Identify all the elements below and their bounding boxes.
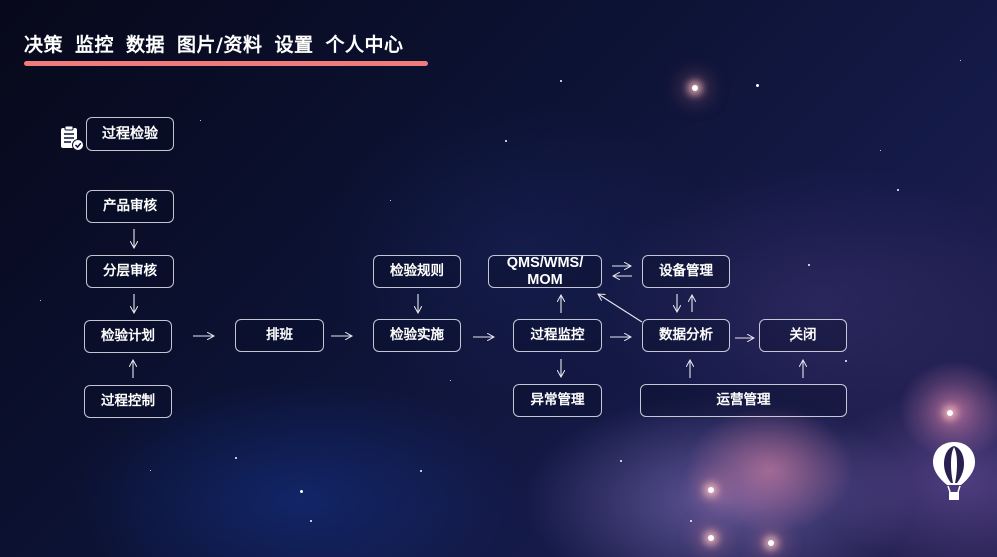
node-exception-management[interactable]: 异常管理 bbox=[513, 384, 602, 417]
node-close[interactable]: 关闭 bbox=[759, 319, 847, 352]
node-process-control[interactable]: 过程控制 bbox=[84, 385, 172, 418]
bright-star bbox=[708, 535, 714, 541]
node-label: 异常管理 bbox=[530, 391, 585, 408]
nav-item-images-docs[interactable]: 图片/资料 bbox=[177, 34, 263, 56]
node-label: 检验规则 bbox=[390, 262, 444, 279]
section-title-process-inspection: 过程检验 bbox=[86, 117, 174, 151]
nav-item-monitoring[interactable]: 监控 bbox=[75, 34, 115, 56]
node-label: 设备管理 bbox=[659, 262, 713, 279]
node-scheduling[interactable]: 排班 bbox=[235, 319, 324, 352]
node-label: 数据分析 bbox=[659, 326, 713, 343]
node-label: 过程控制 bbox=[101, 392, 155, 409]
node-label: 检验计划 bbox=[101, 327, 155, 344]
node-product-review[interactable]: 产品审核 bbox=[86, 190, 174, 223]
bright-star bbox=[768, 540, 774, 546]
node-label: 排班 bbox=[266, 326, 293, 343]
clipboard-check-icon bbox=[58, 124, 86, 156]
nav-item-personal-center[interactable]: 个人中心 bbox=[325, 34, 404, 56]
nav-item-settings[interactable]: 设置 bbox=[274, 34, 314, 56]
hot-air-balloon-icon[interactable] bbox=[931, 440, 977, 506]
node-label: 关闭 bbox=[789, 326, 817, 343]
nav-underline bbox=[24, 61, 428, 66]
node-equipment-management[interactable]: 设备管理 bbox=[642, 255, 730, 288]
node-operations-management[interactable]: 运营管理 bbox=[640, 384, 847, 417]
node-label: 过程监控 bbox=[530, 326, 585, 343]
node-label: 运营管理 bbox=[716, 391, 771, 408]
nav-item-decision[interactable]: 决策 bbox=[24, 34, 64, 56]
node-label: 产品审核 bbox=[103, 197, 157, 214]
node-label: 分层审核 bbox=[103, 262, 157, 279]
top-nav: 决策 监控 数据 图片/资料 设置 个人中心 bbox=[24, 30, 404, 57]
node-label: 检验实施 bbox=[390, 326, 444, 343]
node-label-line2: MOM bbox=[527, 271, 563, 288]
node-process-monitoring[interactable]: 过程监控 bbox=[513, 319, 602, 352]
section-title-text: 过程检验 bbox=[102, 125, 158, 142]
node-data-analysis[interactable]: 数据分析 bbox=[642, 319, 730, 352]
node-label: QMS/WMS/ MOM bbox=[507, 255, 584, 288]
bright-star bbox=[692, 85, 698, 91]
node-qms-wms-mom[interactable]: QMS/WMS/ MOM bbox=[488, 255, 602, 288]
bright-star bbox=[708, 487, 714, 493]
bright-star bbox=[947, 410, 953, 416]
node-label-line1: QMS/WMS/ bbox=[506, 254, 584, 271]
node-inspection-plan[interactable]: 检验计划 bbox=[84, 320, 172, 353]
node-inspection-rules[interactable]: 检验规则 bbox=[373, 255, 461, 288]
node-layered-review[interactable]: 分层审核 bbox=[86, 255, 174, 288]
node-inspection-execution[interactable]: 检验实施 bbox=[373, 319, 461, 352]
nav-item-data[interactable]: 数据 bbox=[126, 34, 166, 56]
